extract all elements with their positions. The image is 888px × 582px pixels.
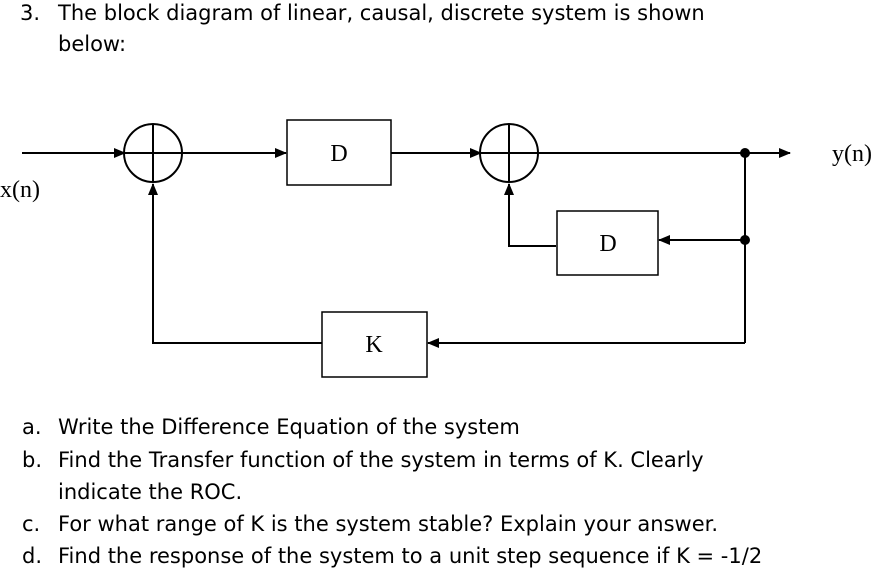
output-junction-dot <box>740 148 750 158</box>
part-a: a. Write the Difference Equation of the … <box>0 414 888 440</box>
part-c: c. For what range of K is the system sta… <box>0 511 888 537</box>
part-c-letter: c. <box>22 512 41 536</box>
question-header-cont: below: <box>0 31 888 57</box>
part-d-text: Find the response of the system to a uni… <box>58 544 763 568</box>
input-label: x(n) <box>0 177 40 203</box>
adder2-node <box>479 123 539 183</box>
part-a-text: Write the Difference Equation of the sys… <box>58 415 520 439</box>
part-d-letter: d. <box>22 544 43 568</box>
gain-to-adder1-line <box>148 183 322 344</box>
delay2-label: D <box>599 231 616 257</box>
output-label: y(n) <box>832 141 872 167</box>
part-b: b. Find the Transfer function of the sys… <box>0 447 888 473</box>
part-b-text: Find the Transfer function of the system… <box>58 448 704 472</box>
part-a-letter: a. <box>22 415 42 439</box>
delay2-to-adder2-line <box>504 183 556 247</box>
question-text-line2: below: <box>58 32 127 56</box>
gain-block <box>321 311 428 378</box>
question-text-line1: The block diagram of linear, causal, dis… <box>58 1 705 25</box>
part-c-text: For what range of K is the system stable… <box>58 512 719 536</box>
delay1-block <box>286 119 392 186</box>
part-b-letter: b. <box>22 448 43 472</box>
gain-label: K <box>365 332 383 358</box>
question-number: 3. <box>20 1 41 25</box>
adder1-node <box>123 123 183 183</box>
block-diagram: D D K x(n) y(n) <box>0 119 872 378</box>
question-header: 3. The block diagram of linear, causal, … <box>0 0 888 26</box>
part-b-cont: indicate the ROC. <box>0 479 888 505</box>
delay1-label: D <box>330 141 347 167</box>
delay2-block <box>556 210 659 276</box>
delay2-junction-dot <box>740 235 750 245</box>
part-b-text-line2: indicate the ROC. <box>58 480 243 504</box>
part-d: d. Find the response of the system to a … <box>0 543 888 569</box>
